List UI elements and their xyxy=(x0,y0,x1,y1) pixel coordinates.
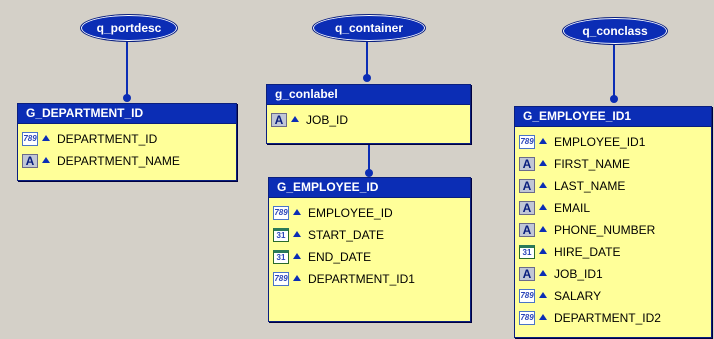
sort-ascending-icon xyxy=(539,182,547,188)
query-label: q_conclass xyxy=(582,24,648,38)
character-type-icon: A xyxy=(271,113,287,127)
sort-ascending-icon xyxy=(293,209,301,215)
item-label: EMAIL xyxy=(554,201,591,215)
connector-node xyxy=(123,94,131,102)
sort-ascending-icon xyxy=(539,160,547,166)
group-item-row[interactable]: 789 DEPARTMENT_ID xyxy=(18,128,236,150)
item-label: JOB_ID xyxy=(306,113,349,127)
item-label: FIRST_NAME xyxy=(554,157,631,171)
group-item-row[interactable]: A EMAIL xyxy=(515,197,711,219)
item-label: EMPLOYEE_ID1 xyxy=(554,135,646,149)
group-g-department-id[interactable]: G_DEPARTMENT_ID 789 DEPARTMENT_ID A DEPARTM… xyxy=(17,103,237,181)
group-g-conlabel[interactable]: g_conlabel A JOB_ID xyxy=(266,84,471,144)
group-item-row[interactable]: 31 HIRE_DATE xyxy=(515,241,711,263)
date-type-icon: 31 xyxy=(519,245,535,259)
group-title: G_EMPLOYEE_ID1 xyxy=(515,107,711,127)
query-q-conclass[interactable]: q_conclass xyxy=(562,17,668,45)
group-item-row[interactable]: A JOB_ID1 xyxy=(515,263,711,285)
group-g-employee-id[interactable]: G_EMPLOYEE_ID 789 EMPLOYEE_ID 31 START_DATE… xyxy=(268,177,471,322)
item-label: JOB_ID1 xyxy=(554,267,603,281)
character-type-icon: A xyxy=(519,201,535,215)
sort-ascending-icon xyxy=(539,248,547,254)
group-item-row[interactable]: 789 SALARY xyxy=(515,285,711,307)
character-type-icon: A xyxy=(519,223,535,237)
group-title: g_conlabel xyxy=(267,85,470,105)
sort-ascending-icon xyxy=(42,135,50,141)
item-label: DEPARTMENT_ID1 xyxy=(308,272,415,286)
date-type-icon: 31 xyxy=(273,250,289,264)
item-label: PHONE_NUMBER xyxy=(554,223,656,237)
group-items: 789 DEPARTMENT_ID A DEPARTMENT_NAME xyxy=(18,124,236,172)
sort-ascending-icon xyxy=(539,138,547,144)
group-item-row[interactable]: A LAST_NAME xyxy=(515,175,711,197)
item-label: DEPARTMENT_NAME xyxy=(57,154,180,168)
sort-ascending-icon xyxy=(293,253,301,259)
number-type-icon: 789 xyxy=(273,272,289,286)
group-item-row[interactable]: 31 START_DATE xyxy=(269,224,470,246)
character-type-icon: A xyxy=(22,154,38,168)
group-item-row[interactable]: A JOB_ID xyxy=(267,109,470,131)
number-type-icon: 789 xyxy=(519,289,535,303)
query-q-portdesc[interactable]: q_portdesc xyxy=(80,14,178,42)
item-label: DEPARTMENT_ID2 xyxy=(554,311,661,325)
connector-node xyxy=(365,169,373,177)
number-type-icon: 789 xyxy=(22,132,38,146)
connector-node xyxy=(610,95,618,103)
sort-ascending-icon xyxy=(539,226,547,232)
group-item-row[interactable]: 31 END_DATE xyxy=(269,246,470,268)
group-items: A JOB_ID xyxy=(267,105,470,131)
date-type-icon: 31 xyxy=(273,228,289,242)
character-type-icon: A xyxy=(519,157,535,171)
item-label: HIRE_DATE xyxy=(554,245,621,259)
sort-ascending-icon xyxy=(539,270,547,276)
item-label: EMPLOYEE_ID xyxy=(308,206,393,220)
group-title: G_EMPLOYEE_ID xyxy=(269,178,470,198)
group-item-row[interactable]: A PHONE_NUMBER xyxy=(515,219,711,241)
query-q-container[interactable]: q_container xyxy=(312,14,426,42)
connector-node xyxy=(363,74,371,82)
sort-ascending-icon xyxy=(539,204,547,210)
item-label: SALARY xyxy=(554,289,602,303)
number-type-icon: 789 xyxy=(519,311,535,325)
group-item-row[interactable]: A FIRST_NAME xyxy=(515,153,711,175)
query-label: q_portdesc xyxy=(96,21,162,35)
item-label: DEPARTMENT_ID xyxy=(57,132,158,146)
item-label: END_DATE xyxy=(308,250,372,264)
character-type-icon: A xyxy=(519,267,535,281)
group-item-row[interactable]: 789 EMPLOYEE_ID xyxy=(269,202,470,224)
sort-ascending-icon xyxy=(291,116,299,122)
group-item-row[interactable]: 789 EMPLOYEE_ID1 xyxy=(515,131,711,153)
sort-ascending-icon xyxy=(539,292,547,298)
number-type-icon: 789 xyxy=(273,206,289,220)
sort-ascending-icon xyxy=(293,275,301,281)
sort-ascending-icon xyxy=(293,231,301,237)
query-label: q_container xyxy=(334,21,403,35)
character-type-icon: A xyxy=(519,179,535,193)
group-item-row[interactable]: 789 DEPARTMENT_ID2 xyxy=(515,307,711,329)
sort-ascending-icon xyxy=(539,314,547,320)
number-type-icon: 789 xyxy=(519,135,535,149)
group-title: G_DEPARTMENT_ID xyxy=(18,104,236,124)
group-item-row[interactable]: 789 DEPARTMENT_ID1 xyxy=(269,268,470,290)
sort-ascending-icon xyxy=(42,157,50,163)
group-item-row[interactable]: A DEPARTMENT_NAME xyxy=(18,150,236,172)
item-label: START_DATE xyxy=(308,228,385,242)
item-label: LAST_NAME xyxy=(554,179,626,193)
